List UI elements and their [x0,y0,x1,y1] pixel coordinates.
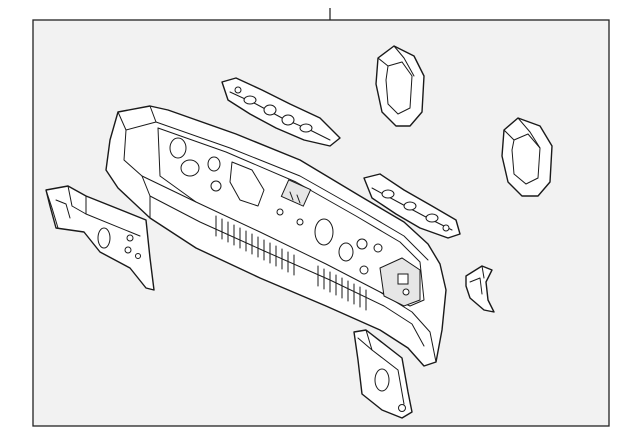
panel-hole [359,265,369,275]
lower-reinforcement [363,173,461,239]
panel-slot [280,179,312,207]
left-side-extension [45,185,155,291]
small-corner-bracket [465,265,495,313]
right-lower-extension [353,329,413,419]
panel-hole [210,180,222,192]
panel-hole [373,243,383,253]
panel-hole [338,242,354,262]
extension-hole [374,368,390,392]
lower-right-bracket [501,117,553,197]
extension-hole [97,227,111,249]
rear-body-panel [105,105,447,367]
panel-hole [356,238,368,250]
panel-hole [296,218,304,226]
panel-hole [314,218,334,246]
panel-hole [207,156,221,172]
panel-hole [276,208,284,216]
upper-right-bracket [375,45,425,127]
panel-hole [180,159,200,177]
panel-hole [169,137,187,159]
upper-reinforcement [221,77,341,147]
ribbed-section [215,215,367,311]
